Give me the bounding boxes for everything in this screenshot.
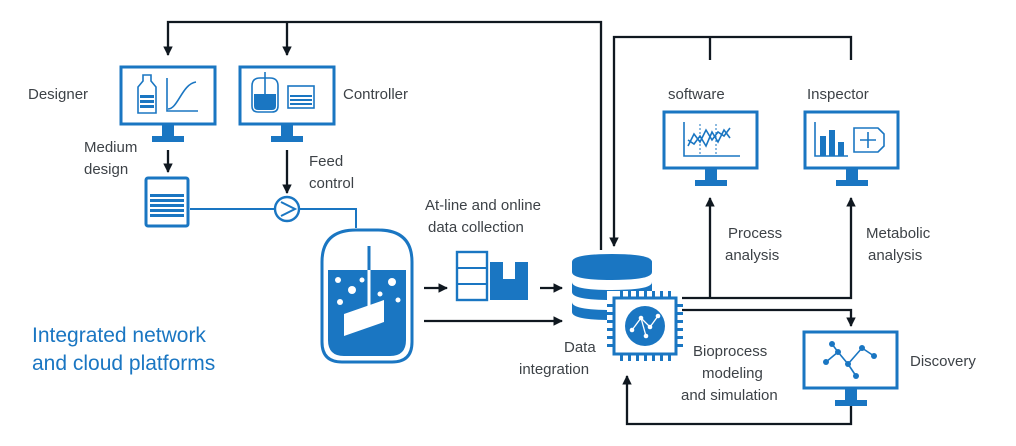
data-collection-label-1: At-line and online	[425, 197, 541, 214]
designer-monitor[interactable]	[119, 65, 217, 142]
data-integration-label-2: integration	[519, 361, 589, 378]
feed-tubing	[190, 208, 357, 228]
medium-design-label-1: Medium	[84, 139, 137, 156]
medium-container-icon[interactable]	[144, 176, 190, 228]
software-monitor[interactable]	[662, 110, 759, 186]
chip-icon[interactable]	[607, 291, 683, 361]
process-analysis-label-1: Process	[728, 225, 782, 242]
bioprocess-label-1: Bioprocess	[693, 343, 767, 360]
bar-chart-icon	[814, 122, 848, 157]
bioprocess-label-3: and simulation	[681, 387, 778, 404]
software-label: software	[668, 86, 725, 103]
monitor-icon	[662, 110, 759, 186]
discovery-label: Discovery	[910, 353, 976, 370]
headline-line-2: and cloud platforms	[32, 352, 215, 375]
controller-monitor[interactable]	[238, 65, 336, 142]
feed-control-label-1: Feed	[309, 153, 343, 170]
labels: Designer Controller Medium design Feed c…	[28, 86, 976, 404]
process-analysis-label-2: analysis	[725, 247, 779, 264]
medium-design-label-2: design	[84, 161, 128, 178]
pump-icon[interactable]	[273, 195, 301, 223]
designer-label: Designer	[28, 86, 88, 103]
inspector-label: Inspector	[807, 86, 869, 103]
analyzer-icon[interactable]	[455, 250, 528, 302]
monitor-icon	[803, 110, 900, 186]
connectors	[163, 20, 856, 426]
discovery-monitor[interactable]	[802, 330, 899, 406]
inspector-monitor[interactable]	[803, 110, 900, 186]
feed-control-label-2: control	[309, 175, 354, 192]
bioprocess-label-2: modeling	[702, 365, 763, 382]
trend-chart-icon	[683, 122, 740, 157]
controller-label: Controller	[343, 86, 408, 103]
reactor-icon	[251, 72, 279, 113]
metabolic-analysis-label-1: Metabolic	[866, 225, 931, 242]
bioreactor-icon[interactable]	[320, 228, 414, 364]
growth-curve-icon	[166, 78, 198, 112]
data-integration-label-1: Data	[564, 339, 596, 356]
network-icon	[853, 127, 885, 153]
headline-line-1: Integrated network	[32, 324, 206, 347]
network-icon	[823, 341, 877, 379]
metabolic-analysis-label-2: analysis	[868, 247, 922, 264]
bottle-icon	[137, 74, 157, 114]
monitor-icon	[119, 65, 217, 142]
data-collection-label-2: data collection	[428, 219, 524, 236]
medium-container-icon	[287, 85, 315, 109]
